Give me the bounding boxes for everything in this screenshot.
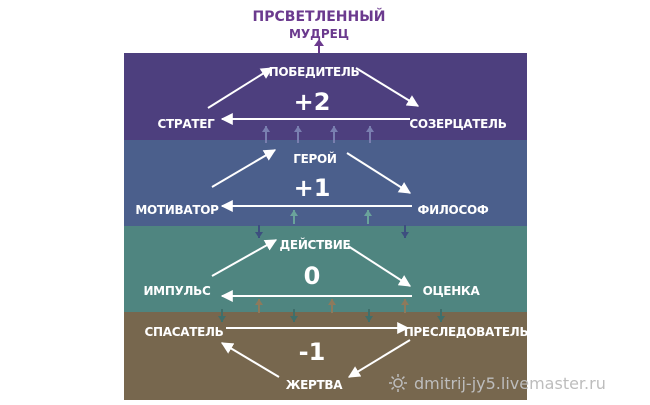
top-subtitle: МУДРЕЦ [289,27,349,41]
node-strateg: СТРАТЕГ [157,117,215,131]
node-impuls: ИМПУЛЬС [143,284,211,298]
node-presledovatel: ПРЕСЛЕДОВАТЕЛЬ [404,325,529,339]
arrow-presledovatel-to-zhertva [347,339,411,378]
arrow-motivator-to-geroj [211,149,277,188]
level-minus-1: -1 [299,338,326,366]
node-geroj: ГЕРОЙ [293,151,336,166]
up-arrowhead-icon [314,39,324,46]
node-filosof: ФИЛОСОФ [418,203,489,217]
arrow-dejstvie-to-ocenka [347,245,412,287]
level-transition-arrows [218,126,445,322]
level-zero: 0 [304,262,321,290]
transition-arrowhead-icon [437,316,445,322]
node-spasatel: СПАСАТЕЛЬ [144,325,223,339]
node-pobeditel: ПОБЕДИТЕЛЬ [269,65,360,79]
transition-arrowhead-icon [294,126,302,132]
arrow-impuls-to-dejstvie [211,239,278,277]
transition-arrowhead-icon [401,232,409,238]
band-plus-2 [124,53,527,140]
sun-flower-icon [389,374,407,392]
node-dejstvie: ДЕЙСТВИЕ [280,237,351,252]
top-title: ПРСВЕТЛЕННЫЙ [253,8,386,25]
level-plus-1: +1 [294,174,331,202]
band-zero [124,226,527,312]
transition-arrowhead-icon [290,316,298,322]
node-sozercatel: СОЗЕРЦАТЕЛЬ [409,117,506,131]
transition-arrowhead-icon [364,210,372,216]
transition-arrowhead-icon [330,126,338,132]
transition-arrowhead-icon [218,316,226,322]
level-plus-2: +2 [294,88,331,116]
arrow-zhertva-to-spasatel [220,342,280,378]
transition-arrowhead-icon [328,299,336,305]
arrow-geroj-to-filosof [346,152,412,194]
node-ocenka: ОЦЕНКА [423,284,481,298]
arrow-strateg-to-pobeditel [207,67,274,109]
transition-arrowhead-icon [255,299,263,305]
arrow-pobeditel-to-sozercatel [355,67,420,107]
transition-arrowhead-icon [290,210,298,216]
band-minus-1 [124,312,527,400]
node-zhertva: ЖЕРТВА [286,378,344,392]
transition-arrowhead-icon [262,126,270,132]
transition-arrowhead-icon [255,232,263,238]
transition-arrowhead-icon [366,126,374,132]
band-plus-1 [124,140,527,226]
transition-arrowhead-icon [401,299,409,305]
watermark-text: dmitrij-jy5.livemaster.ru [414,374,606,393]
transition-arrowhead-icon [365,316,373,322]
node-motivator: МОТИВАТОР [135,203,219,217]
